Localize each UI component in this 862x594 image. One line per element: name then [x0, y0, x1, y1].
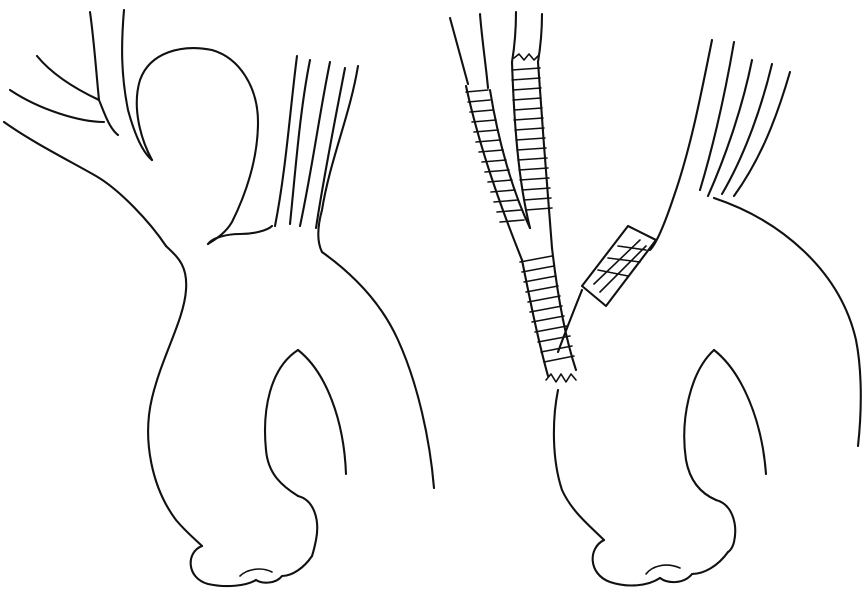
right-felt-patch — [582, 226, 656, 306]
left-arch-aneurysm-sac — [137, 48, 258, 244]
left-descending-aorta-inner — [265, 350, 298, 496]
right-panel-aortic-arch-with-graft — [450, 12, 861, 585]
right-native-head-vessels — [450, 12, 542, 88]
left-inner-curve — [298, 350, 346, 474]
right-aortic-root — [593, 500, 736, 585]
right-ascending-aorta — [554, 390, 604, 540]
left-arch-aneurysm-lip — [208, 226, 272, 244]
left-panel-aortic-arch-aneurysm — [4, 10, 434, 586]
right-descending-inner-curve — [714, 350, 766, 474]
left-aortic-root — [191, 496, 318, 586]
right-neck-vessels — [650, 40, 790, 250]
left-descending-aorta-outer — [322, 252, 434, 488]
left-brachiocephalic-branches — [4, 10, 166, 246]
left-neck-vessels — [275, 56, 358, 252]
right-descending-inner — [684, 350, 716, 500]
right-graft-side-branch — [558, 290, 582, 352]
right-graft-main-trunk — [520, 248, 576, 382]
left-ascending-aorta — [148, 246, 202, 546]
right-arch-outer — [714, 198, 861, 446]
right-graft-limb-right — [512, 54, 552, 248]
